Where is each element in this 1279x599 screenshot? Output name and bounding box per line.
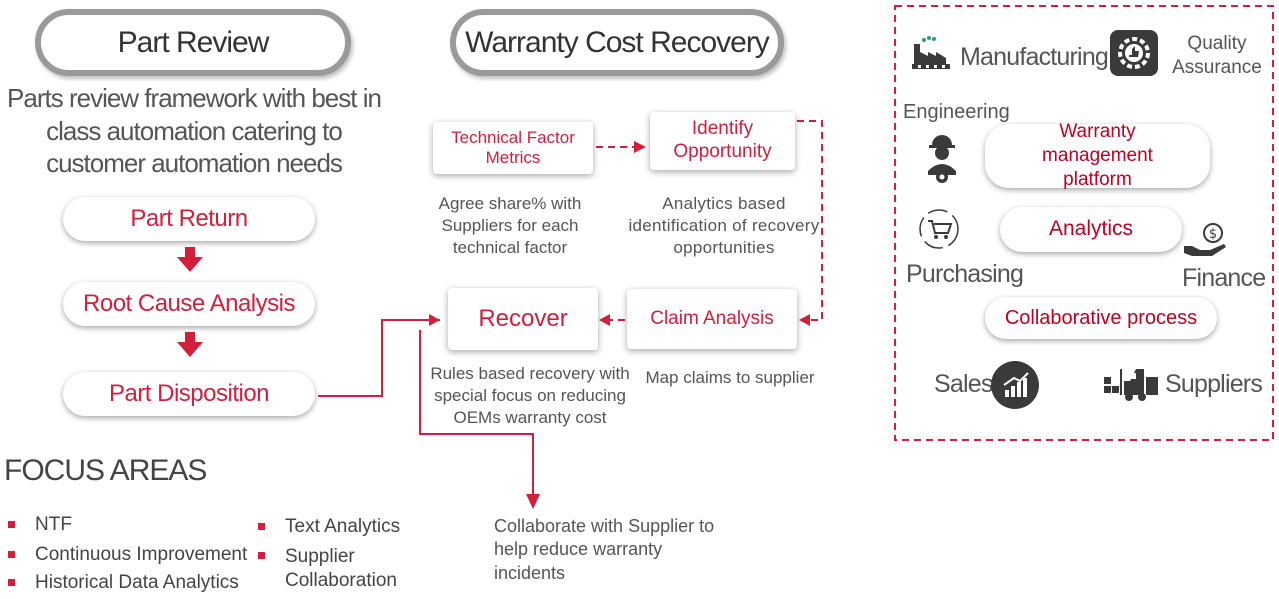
purchasing-label: Purchasing [906,260,1024,288]
bullet-icon [8,551,15,559]
recover-desc: Rules based recovery with special focus … [430,364,630,428]
sales-chart-icon [990,360,1040,410]
manufacturing-label: Manufacturing [960,43,1109,71]
claim-analysis-desc: Map claims to supplier [645,368,815,387]
step-root-cause-analysis: Root Cause Analysis [63,282,315,326]
finance-label: Finance [1182,264,1266,292]
analytics-label: Analytics [1048,217,1134,241]
step-root-cause-label: Root Cause Analysis [83,290,295,317]
engineering-label: Engineering [903,101,1010,123]
technical-factor-label: Technical Factor Metrics [451,127,575,167]
claim-analysis-label: Claim Analysis [650,307,774,329]
recover-label: Recover [478,304,568,332]
bullet-icon [8,521,15,529]
focus-item-ntf: NTF [8,513,72,537]
part-review-title-text: Part Review [117,25,270,59]
part-review-description: Parts review framework with best in clas… [7,83,382,178]
quality-gear-icon [1110,30,1158,76]
step-part-return-label: Part Return [130,205,248,232]
quality-assurance-label: Quality Assurance [1172,33,1262,78]
focus-areas-title: FOCUS AREAS [4,454,207,487]
step-part-disposition: Part Disposition [63,372,315,416]
forklift-icon [1104,365,1160,403]
identify-opportunity-box: Identify Opportunity [650,112,795,170]
down-arrows-part-review [177,247,203,357]
technical-factor-desc: Agree share% with Suppliers for each tec… [438,194,582,258]
analytics-pill: Analytics [1000,207,1182,252]
platform-label: Warranty management platform [1042,121,1153,190]
warranty-title-text: Warranty Cost Recovery [465,25,770,59]
bullet-icon [258,523,265,531]
collaborative-process-pill: Collaborative process [985,297,1217,339]
collaborate-text: Collaborate with Supplier to help reduce… [494,516,715,583]
finance-hand-coin-icon: $ [1183,222,1229,258]
identify-opportunity-label: Identify Opportunity [673,118,772,162]
svg-text:$: $ [1209,227,1217,242]
step-part-disposition-label: Part Disposition [108,380,270,407]
claim-analysis-box: Claim Analysis [627,289,797,349]
bullet-icon [258,552,265,559]
bullet-icon [8,579,15,587]
warranty-cost-recovery-title: Warranty Cost Recovery [450,9,784,76]
focus-item-continuous-improvement: Continuous Improvement [8,543,247,567]
identify-opportunity-desc: Analytics based identification of recove… [628,194,820,258]
shopping-cart-icon [917,207,961,251]
recover-box: Recover [448,288,598,350]
part-review-title: Part Review [35,9,351,76]
step-part-return: Part Return [63,197,315,241]
technical-factor-metrics-box: Technical Factor Metrics [433,122,593,174]
engineer-icon [925,133,959,185]
sales-label: Sales [934,370,993,398]
warranty-management-platform: Warranty management platform [985,121,1210,190]
focus-item-historical-data-analytics: Historical Data Analytics [8,571,239,595]
suppliers-label: Suppliers [1165,370,1263,398]
focus-item-text-analytics: Text Analytics [258,515,400,539]
focus-item-supplier-collaboration: Supplier Collaboration [258,545,398,593]
collaborative-label: Collaborative process [1004,306,1198,329]
factory-icon [912,36,952,70]
